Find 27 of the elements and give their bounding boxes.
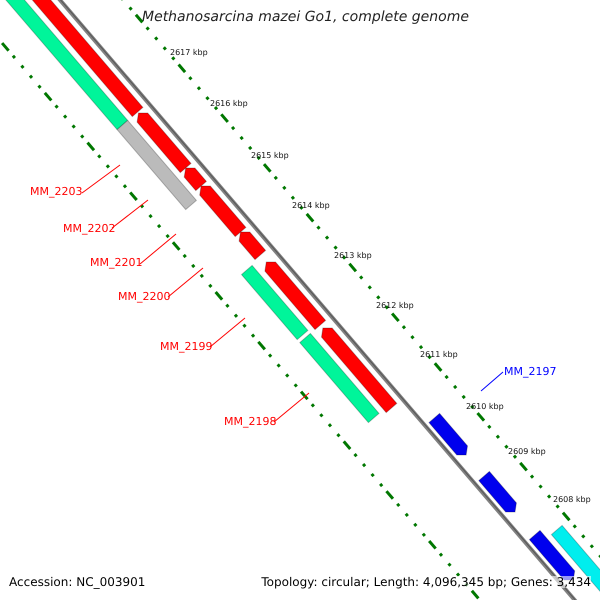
leader-line bbox=[210, 318, 246, 348]
scale-label: 2616 kbp bbox=[210, 100, 248, 108]
leader-line bbox=[480, 372, 504, 392]
leader-line bbox=[82, 164, 120, 194]
gene-label: MM_2202 bbox=[63, 223, 116, 234]
scale-label: 2615 kbp bbox=[251, 152, 289, 160]
leader-line bbox=[168, 268, 204, 298]
scale-label: 2609 kbp bbox=[508, 448, 546, 456]
scale-label: 2608 kbp bbox=[553, 496, 591, 504]
scale-label: 2612 kbp bbox=[376, 302, 414, 310]
leader-line bbox=[140, 234, 176, 264]
gene-label: MM_2203 bbox=[30, 186, 82, 197]
scale-label: 2613 kbp bbox=[334, 252, 372, 260]
scale-label: 2617 kbp bbox=[170, 49, 208, 57]
gene-label: MM_2198 bbox=[224, 416, 276, 427]
leader-line bbox=[112, 200, 148, 228]
gene-label: MM_2199 bbox=[160, 341, 212, 352]
map-title: Methanosarcina mazei Go1, complete genome bbox=[142, 10, 469, 24]
scale-label: 2611 kbp bbox=[420, 351, 458, 359]
leader-line bbox=[274, 392, 310, 422]
footer-text: Topology: circular; Length: 4,096,345 bp; Genes: 3,434 bbox=[261, 576, 591, 588]
gene-label: MM_2201 bbox=[90, 257, 142, 268]
gene-label: MM_2200 bbox=[118, 291, 170, 302]
gene-label: MM_2197 bbox=[504, 366, 556, 377]
scale-label: 2610 kbp bbox=[466, 403, 504, 411]
scale-label: 2614 kbp bbox=[292, 202, 330, 210]
footer-text: Accession: NC_003901 bbox=[9, 576, 146, 588]
